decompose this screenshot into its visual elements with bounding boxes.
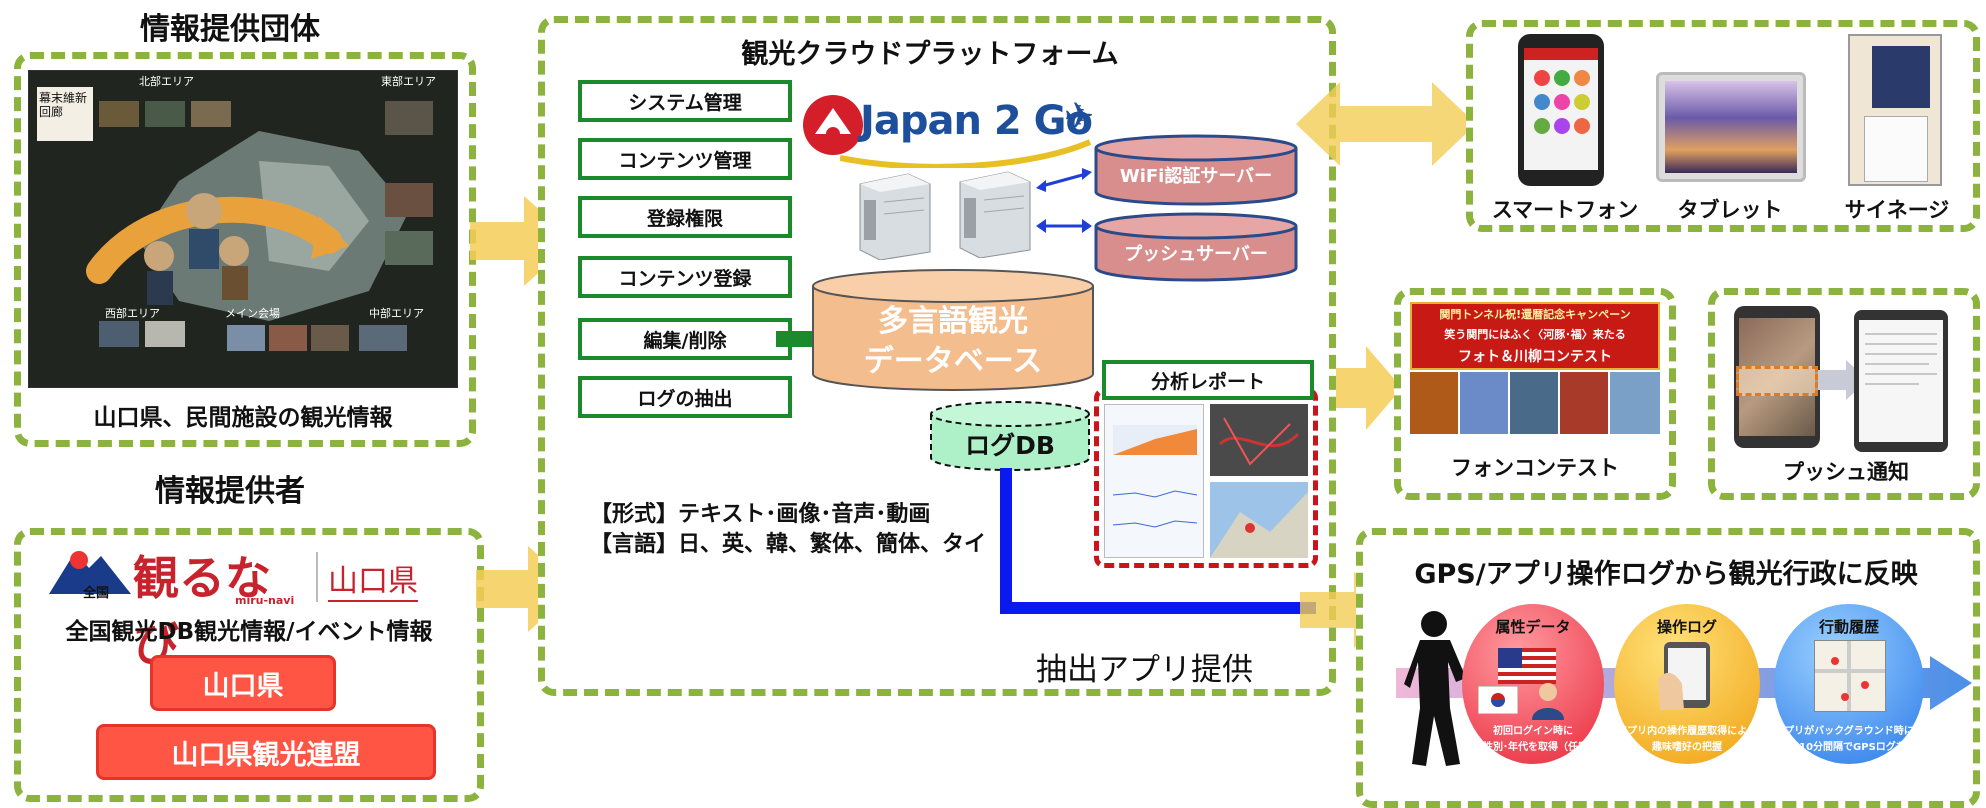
- platform-title: 観光クラウドプラットフォーム: [741, 39, 1119, 70]
- operation-log-note-line2: 趣味嗜好の把握: [1652, 742, 1722, 753]
- contest-banner-line2: 笑う関門にはふく〈河豚･福〉来たる: [1444, 328, 1626, 341]
- miru-navi-logo-text: 観るなび: [133, 551, 271, 671]
- menu-content-registration: コンテンツ登録: [578, 256, 792, 298]
- usa-flag-icon: [1498, 648, 1556, 684]
- wifi-auth-server-label: WiFi認証サーバー: [1119, 166, 1273, 187]
- map-vertical-title: 幕末維新回廊: [39, 91, 88, 119]
- smartphone-image: [1518, 34, 1604, 186]
- push-notification-screen-image: [1854, 310, 1948, 452]
- push-server-label: プッシュサーバー: [1124, 244, 1268, 265]
- yamaguchi-pref-button: 山口県: [150, 655, 336, 711]
- contest-banner-line3: フォト＆川柳コンテスト: [1458, 349, 1612, 365]
- report-map-image: [1210, 482, 1308, 558]
- bidirectional-arrow-icon: [1036, 219, 1092, 233]
- server-icon: [859, 173, 931, 260]
- miru-navi-logo-romaji: miru-navi: [235, 594, 295, 607]
- menu-content-management: コンテンツ管理: [578, 138, 792, 180]
- menu-system-management: システム管理: [578, 80, 792, 122]
- format-line: 【形式】テキスト･画像･音声･動画: [590, 502, 931, 527]
- attribute-data-note-line1: 初回ログイン時に: [1493, 726, 1573, 737]
- multilingual-database-label-line1: 多言語観光: [878, 304, 1028, 339]
- map-label-main: メイン会場: [225, 307, 280, 320]
- analysis-report-label: 分析レポート: [1102, 360, 1314, 400]
- report-map-image: [1210, 404, 1308, 476]
- server-icon: [959, 171, 1031, 258]
- airplane-icon: ✈: [1064, 96, 1095, 137]
- device-label-tablet: タブレット: [1677, 198, 1783, 222]
- bidirectional-arrow-platform-devices: [1296, 82, 1476, 166]
- contest-banner: 関門トンネル祝!還暦記念キャンペーン 笑う関門にはふく〈河豚･福〉来たる フォト…: [1410, 302, 1660, 370]
- providers-org-caption: 山口県、民間施設の観光情報: [93, 405, 393, 431]
- japan2go-logo-text: Japan 2 Go: [860, 98, 1093, 144]
- person-icon: [1532, 683, 1564, 720]
- multilingual-database-label-line2: データベース: [863, 344, 1043, 379]
- hand-phone-icon: [1658, 642, 1710, 710]
- japan2go-logo: Japan 2 Go: [800, 92, 1110, 168]
- miru-navi-logo: 全国 観るなび miru-navi: [45, 542, 315, 671]
- map-label-west: 西部エリア: [105, 307, 160, 320]
- gps-title: GPS/アプリ操作ログから観光行政に反映: [1414, 559, 1918, 590]
- tourist-silhouette-icon: [1404, 611, 1466, 766]
- menu-log-extraction: ログの抽出: [578, 376, 792, 418]
- contest-caption: フォンコンテスト: [1451, 456, 1619, 480]
- providers-person-caption: 全国観光DB観光情報/イベント情報: [65, 619, 433, 645]
- yamaguchi-tourism-map-image: 北部エリア 東部エリア 西部エリア メイン会場 中部エリア 幕末維新回廊: [28, 70, 458, 388]
- operation-log-note-line1: アプリ内の操作履歴取得による: [1617, 726, 1757, 737]
- wifi-auth-server-cylinder: [1094, 134, 1298, 206]
- signage-image: [1848, 34, 1942, 186]
- operation-log-title: 操作ログ: [1656, 618, 1717, 636]
- language-line: 【言語】日、英、韓、繁体、簡体、タイ: [590, 532, 987, 557]
- menu-edit-delete: 編集/削除: [578, 318, 792, 360]
- action-history-note-line2: 5分〜10分間隔でGPSログを取得: [1772, 742, 1926, 753]
- korea-flag-icon: [1478, 686, 1518, 714]
- miru-navi-logo-sub: 全国: [83, 586, 110, 601]
- platform-footer: 抽出アプリ提供: [1036, 652, 1253, 688]
- action-history-note-line1: アプリがバックグラウンド時にも: [1774, 726, 1924, 737]
- logo-divider: [316, 552, 318, 602]
- providers-org-title: 情報提供団体: [140, 12, 320, 47]
- attribute-data-circle: [1462, 604, 1604, 764]
- bidirectional-arrow-icon: [1036, 168, 1092, 192]
- contest-photos-image: [1410, 372, 1660, 434]
- log-db-label: ログDB: [965, 431, 1055, 460]
- contest-banner-line1: 関門トンネル祝!還暦記念キャンペーン: [1439, 308, 1631, 321]
- attribute-data-title: 属性データ: [1495, 618, 1571, 636]
- action-history-title: 行動履歴: [1818, 618, 1879, 636]
- report-chart-image: [1104, 404, 1204, 558]
- attribute-data-note-line2: 国･性別･年代を取得（任意）: [1468, 742, 1598, 753]
- yamaguchi-tourism-federation-button: 山口県観光連盟: [96, 724, 436, 780]
- map-label-north: 北部エリア: [139, 75, 194, 88]
- providers-person-title: 情報提供者: [155, 474, 305, 509]
- log-flow-line: [1000, 468, 1316, 614]
- arrow-platform-to-contest: [1336, 346, 1402, 430]
- log-db-cylinder: [930, 401, 1090, 471]
- push-server-cylinder: [1094, 212, 1298, 282]
- push-phone-image: [1734, 306, 1820, 448]
- action-history-map-image: [1814, 640, 1886, 712]
- menu-registration-rights: 登録権限: [578, 196, 792, 238]
- multilingual-database-cylinder: [812, 269, 1094, 391]
- tablet-image: [1656, 72, 1806, 182]
- device-label-signage: サイネージ: [1844, 198, 1950, 222]
- map-label-east: 東部エリア: [381, 75, 436, 88]
- map-label-central: 中部エリア: [369, 307, 424, 320]
- yamaguchi-pref-logo: 山口県: [328, 556, 418, 602]
- push-caption: プッシュ通知: [1783, 460, 1909, 484]
- device-label-smartphone: スマートフォン: [1491, 198, 1639, 222]
